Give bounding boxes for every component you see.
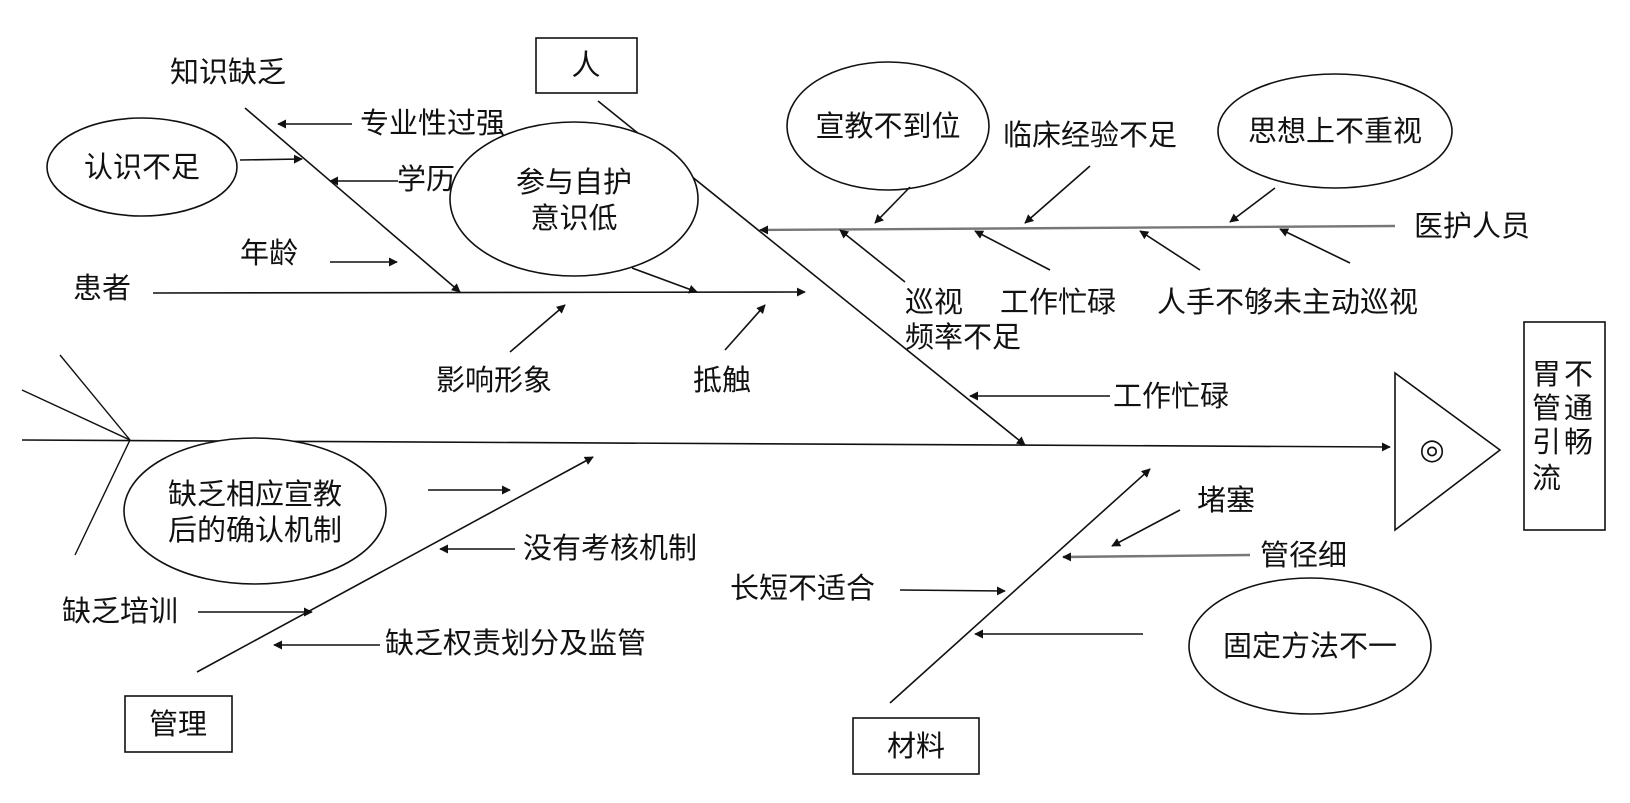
category-box-people bbox=[535, 37, 638, 94]
cause-queren-jizhi-line2: 后的确认机制 bbox=[168, 513, 342, 547]
cause-dichu: 抵触 bbox=[693, 363, 751, 397]
tail-line bbox=[21, 389, 131, 441]
bone-material bbox=[889, 468, 1151, 704]
arrow-guanjing bbox=[1062, 552, 1251, 562]
ellipse-queren-jizhi bbox=[123, 437, 387, 585]
arrow-staff-extra bbox=[1279, 228, 1351, 264]
category-label-people: 人 bbox=[571, 48, 600, 82]
arrow-renshou bbox=[1139, 230, 1201, 271]
category-box-management bbox=[124, 695, 233, 753]
category-label-material: 材料 bbox=[887, 729, 945, 763]
bone-patient bbox=[152, 287, 806, 297]
patient-label: 患者 bbox=[73, 271, 131, 305]
tail-line bbox=[59, 354, 131, 441]
cause-gongzuo-manglu-b: 工作忙碌 bbox=[1113, 379, 1229, 413]
ellipse-canyu-zihu bbox=[449, 121, 699, 277]
cause-canyu-zihu-line2: 意识低 bbox=[530, 201, 617, 235]
cause-changduan: 长短不适合 bbox=[730, 571, 875, 605]
arrow-renshi-buzu bbox=[239, 154, 303, 164]
problem-char: 不 bbox=[1564, 357, 1593, 391]
problem-char: 胃 bbox=[1532, 357, 1561, 391]
bone-staff bbox=[759, 224, 1396, 235]
cause-renshi-buzu: 认识不足 bbox=[84, 150, 200, 184]
category-label-management: 管理 bbox=[149, 707, 207, 741]
tail-line bbox=[74, 439, 131, 556]
bone-management bbox=[196, 456, 594, 673]
arrow-gongzuo-manglu-a bbox=[974, 230, 1051, 271]
cause-guding-fangfa: 固定方法不一 bbox=[1223, 629, 1397, 663]
cause-renshou-buguo: 人手不够未主动巡视 bbox=[1157, 285, 1418, 319]
ellipse-xuanjiao bbox=[786, 61, 990, 191]
ellipse-sixiang bbox=[1217, 73, 1453, 189]
arrow-yingxiang bbox=[509, 304, 566, 353]
arrow-dusai bbox=[1111, 509, 1181, 547]
problem-char: 通 bbox=[1564, 391, 1593, 425]
arrow-dichu bbox=[724, 304, 766, 351]
arrow-linchuang bbox=[1024, 165, 1091, 224]
cause-linchuang-jingyan: 临床经验不足 bbox=[1003, 118, 1177, 152]
ellipse-guding-fangfa bbox=[1188, 577, 1432, 715]
cause-xuanjiao-budaowei: 宣教不到位 bbox=[815, 109, 960, 143]
cause-guanjing-xi: 管径细 bbox=[1260, 538, 1347, 572]
arrow-xuanjiao bbox=[874, 186, 911, 224]
cause-nianling: 年龄 bbox=[240, 236, 298, 270]
cause-xunshi-line2: 频率不足 bbox=[905, 320, 1021, 354]
ellipse-renshi-buzu bbox=[46, 117, 238, 217]
problem-char: 管 bbox=[1532, 391, 1561, 425]
problem-char: 畅 bbox=[1564, 425, 1593, 459]
arrow-changduan bbox=[899, 586, 1006, 596]
fish-head-triangle bbox=[1394, 371, 1502, 532]
cause-zhuanye-guoqiang: 专业性过强 bbox=[360, 106, 505, 140]
problem-char: 流 bbox=[1532, 461, 1561, 495]
problem-char: 引 bbox=[1532, 425, 1561, 459]
cause-queren-jizhi-line1: 缺乏相应宣教 bbox=[168, 477, 342, 511]
cause-quefa-peixun: 缺乏培训 bbox=[62, 594, 178, 628]
bone-zhishi-quefa bbox=[244, 107, 461, 293]
cause-sixiang-buzhongshi: 思想上不重视 bbox=[1248, 114, 1422, 148]
cause-canyu-zihu-line1: 参与自护 bbox=[516, 165, 632, 199]
category-box-material bbox=[852, 717, 980, 775]
cause-xueli: 学历 bbox=[397, 162, 455, 196]
cause-zhishi-quefa: 知识缺乏 bbox=[170, 55, 286, 89]
problem-box bbox=[1523, 321, 1606, 531]
cause-gongzuo-manglu-a: 工作忙碌 bbox=[1000, 285, 1116, 319]
fish-eye-symbol: ◎ bbox=[1419, 432, 1444, 466]
arrow-xunshi bbox=[839, 229, 906, 283]
arrow-sixiang bbox=[1229, 187, 1276, 223]
cause-kaohe-jizhi: 没有考核机制 bbox=[523, 531, 697, 565]
cause-xunshi-line1: 巡视 bbox=[905, 285, 963, 319]
cause-quanze: 缺乏权责划分及监管 bbox=[385, 626, 646, 660]
cause-yingxiang-xingxiang: 影响形象 bbox=[436, 363, 552, 397]
staff-label: 医护人员 bbox=[1414, 209, 1530, 243]
cause-dusai: 堵塞 bbox=[1197, 483, 1255, 517]
arrow-canyu-zihu bbox=[631, 267, 698, 294]
